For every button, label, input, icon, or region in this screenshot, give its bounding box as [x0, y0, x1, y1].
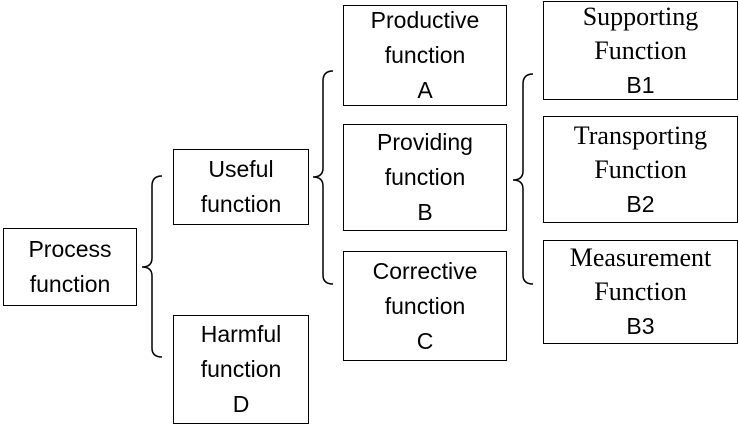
node-productive-line-1: Productive — [370, 7, 480, 33]
node-harmful-line-1: Harmful — [200, 321, 282, 347]
node-measurement-line-3: B3 — [626, 313, 655, 339]
node-corrective-function: Corrective function C — [343, 251, 507, 361]
node-supporting-function: Supporting Function B1 — [543, 1, 738, 100]
brace-providing — [512, 73, 534, 285]
node-useful-line-2: function — [200, 191, 282, 217]
node-providing-line-1: Providing — [377, 129, 473, 155]
node-productive-line-3: A — [417, 77, 433, 103]
node-process-function: Process function — [3, 228, 137, 306]
node-productive-line-2: function — [384, 42, 466, 68]
node-providing-function: Providing function B — [343, 124, 507, 231]
node-supporting-line-1: Supporting — [582, 1, 699, 31]
node-harmful-line-2: function — [200, 356, 282, 382]
node-corrective-line-1: Corrective — [372, 257, 478, 284]
node-supporting-line-2: Function — [594, 35, 687, 65]
node-transporting-line-1: Transporting — [573, 120, 708, 150]
node-transporting-line-2: Function — [594, 154, 687, 184]
node-harmful-function: Harmful function D — [173, 315, 309, 424]
node-harmful-line-3: D — [232, 391, 250, 417]
node-transporting-function: Transporting Function B2 — [543, 116, 738, 223]
node-productive-function: Productive function A — [343, 5, 507, 106]
node-measurement-function: Measurement Function B3 — [543, 240, 738, 344]
node-providing-line-3: B — [417, 199, 433, 225]
node-useful-line-1: Useful — [208, 156, 274, 182]
node-supporting-line-3: B1 — [626, 71, 655, 98]
node-process-line-1: Process — [28, 236, 112, 262]
node-process-line-2: function — [29, 271, 111, 297]
brace-useful — [312, 70, 334, 285]
brace-process — [141, 175, 163, 358]
node-providing-line-2: function — [384, 164, 466, 190]
node-measurement-line-2: Function — [594, 277, 687, 306]
node-corrective-line-2: function — [384, 292, 466, 319]
node-useful-function: Useful function — [173, 149, 309, 225]
node-corrective-line-3: C — [416, 327, 434, 354]
node-transporting-line-3: B2 — [626, 190, 655, 217]
node-measurement-line-1: Measurement — [569, 243, 712, 272]
